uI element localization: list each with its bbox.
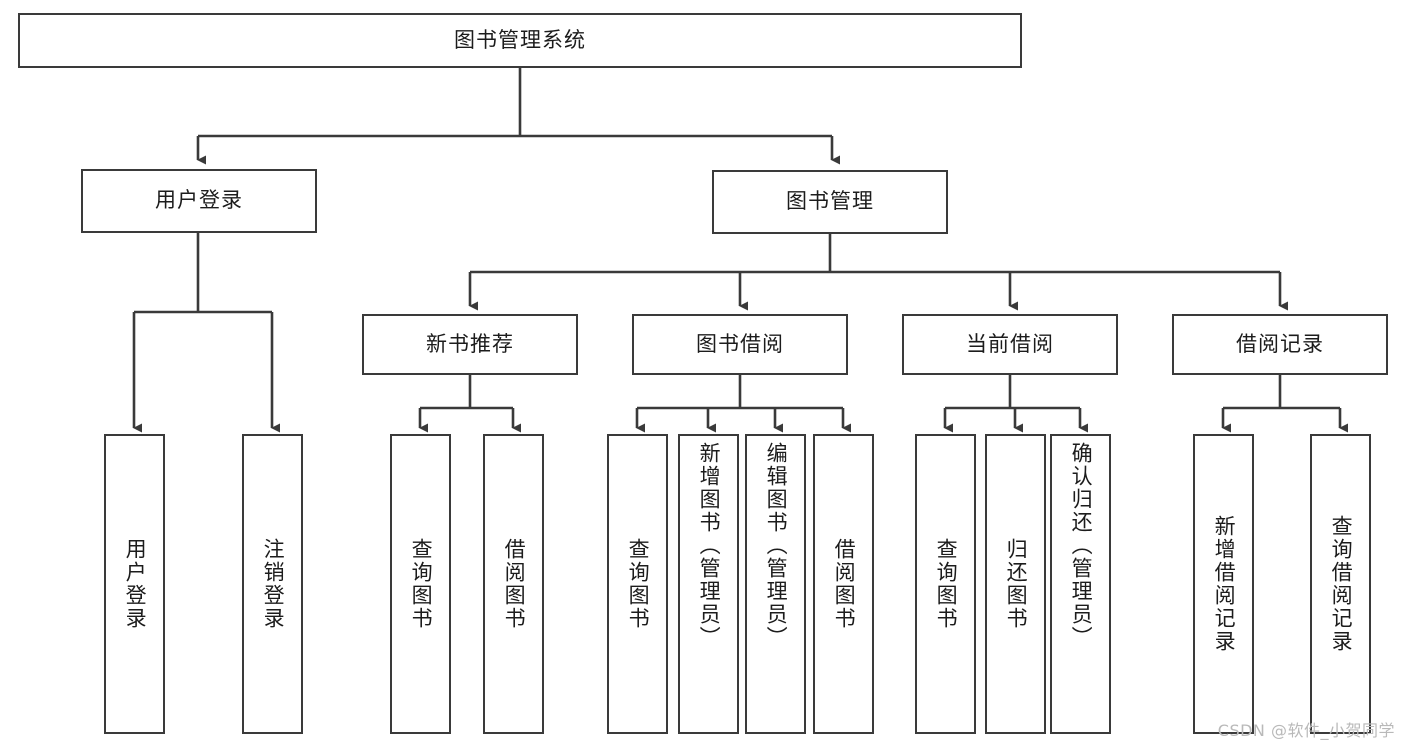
leaf-return-book[interactable]: 归还图书 xyxy=(985,434,1046,734)
node-current-borrow[interactable]: 当前借阅 xyxy=(902,314,1118,375)
node-root-label: 图书管理系统 xyxy=(454,27,586,52)
node-borrow-record[interactable]: 借阅记录 xyxy=(1172,314,1388,375)
leaf-add-record-label: 新增借阅记录 xyxy=(1212,515,1237,653)
leaf-add-record[interactable]: 新增借阅记录 xyxy=(1193,434,1254,734)
node-root[interactable]: 图书管理系统 xyxy=(18,13,1022,68)
node-user-login-label: 用户登录 xyxy=(155,188,243,213)
node-new-book-recommend[interactable]: 新书推荐 xyxy=(362,314,578,375)
leaf-user-login[interactable]: 用户登录 xyxy=(104,434,165,734)
leaf-borrow-book-2[interactable]: 借阅图书 xyxy=(813,434,874,734)
node-book-management-label: 图书管理 xyxy=(786,189,874,214)
leaf-add-book-label: 新增图书（管理员） xyxy=(697,442,722,649)
node-book-borrow-label: 图书借阅 xyxy=(696,331,784,356)
node-current-borrow-label: 当前借阅 xyxy=(966,331,1054,356)
leaf-borrow-book-1-label: 借阅图书 xyxy=(502,538,527,630)
leaf-borrow-book-2-label: 借阅图书 xyxy=(832,538,857,630)
node-book-borrow[interactable]: 图书借阅 xyxy=(632,314,848,375)
leaf-query-book-1-label: 查询图书 xyxy=(409,538,434,630)
leaf-query-record[interactable]: 查询借阅记录 xyxy=(1310,434,1371,734)
leaf-logout-label: 注销登录 xyxy=(261,538,286,630)
leaf-logout[interactable]: 注销登录 xyxy=(242,434,303,734)
leaf-query-book-2[interactable]: 查询图书 xyxy=(607,434,668,734)
leaf-confirm-return[interactable]: 确认归还（管理员） xyxy=(1050,434,1111,734)
leaf-query-book-3[interactable]: 查询图书 xyxy=(915,434,976,734)
leaf-add-book[interactable]: 新增图书（管理员） xyxy=(678,434,739,734)
leaf-query-record-label: 查询借阅记录 xyxy=(1329,515,1354,653)
watermark: CSDN @软件_小贺同学 xyxy=(1217,721,1395,740)
node-book-management[interactable]: 图书管理 xyxy=(712,170,948,234)
leaf-query-book-3-label: 查询图书 xyxy=(934,538,959,630)
leaf-user-login-label: 用户登录 xyxy=(123,538,148,630)
leaf-borrow-book-1[interactable]: 借阅图书 xyxy=(483,434,544,734)
leaf-query-book-1[interactable]: 查询图书 xyxy=(390,434,451,734)
leaf-edit-book[interactable]: 编辑图书（管理员） xyxy=(745,434,806,734)
leaf-edit-book-label: 编辑图书（管理员） xyxy=(764,442,789,649)
node-borrow-record-label: 借阅记录 xyxy=(1236,331,1324,356)
leaf-query-book-2-label: 查询图书 xyxy=(626,538,651,630)
leaf-return-book-label: 归还图书 xyxy=(1004,538,1029,630)
leaf-confirm-return-label: 确认归还（管理员） xyxy=(1069,442,1094,649)
node-user-login[interactable]: 用户登录 xyxy=(81,169,317,233)
node-new-book-recommend-label: 新书推荐 xyxy=(426,331,514,356)
